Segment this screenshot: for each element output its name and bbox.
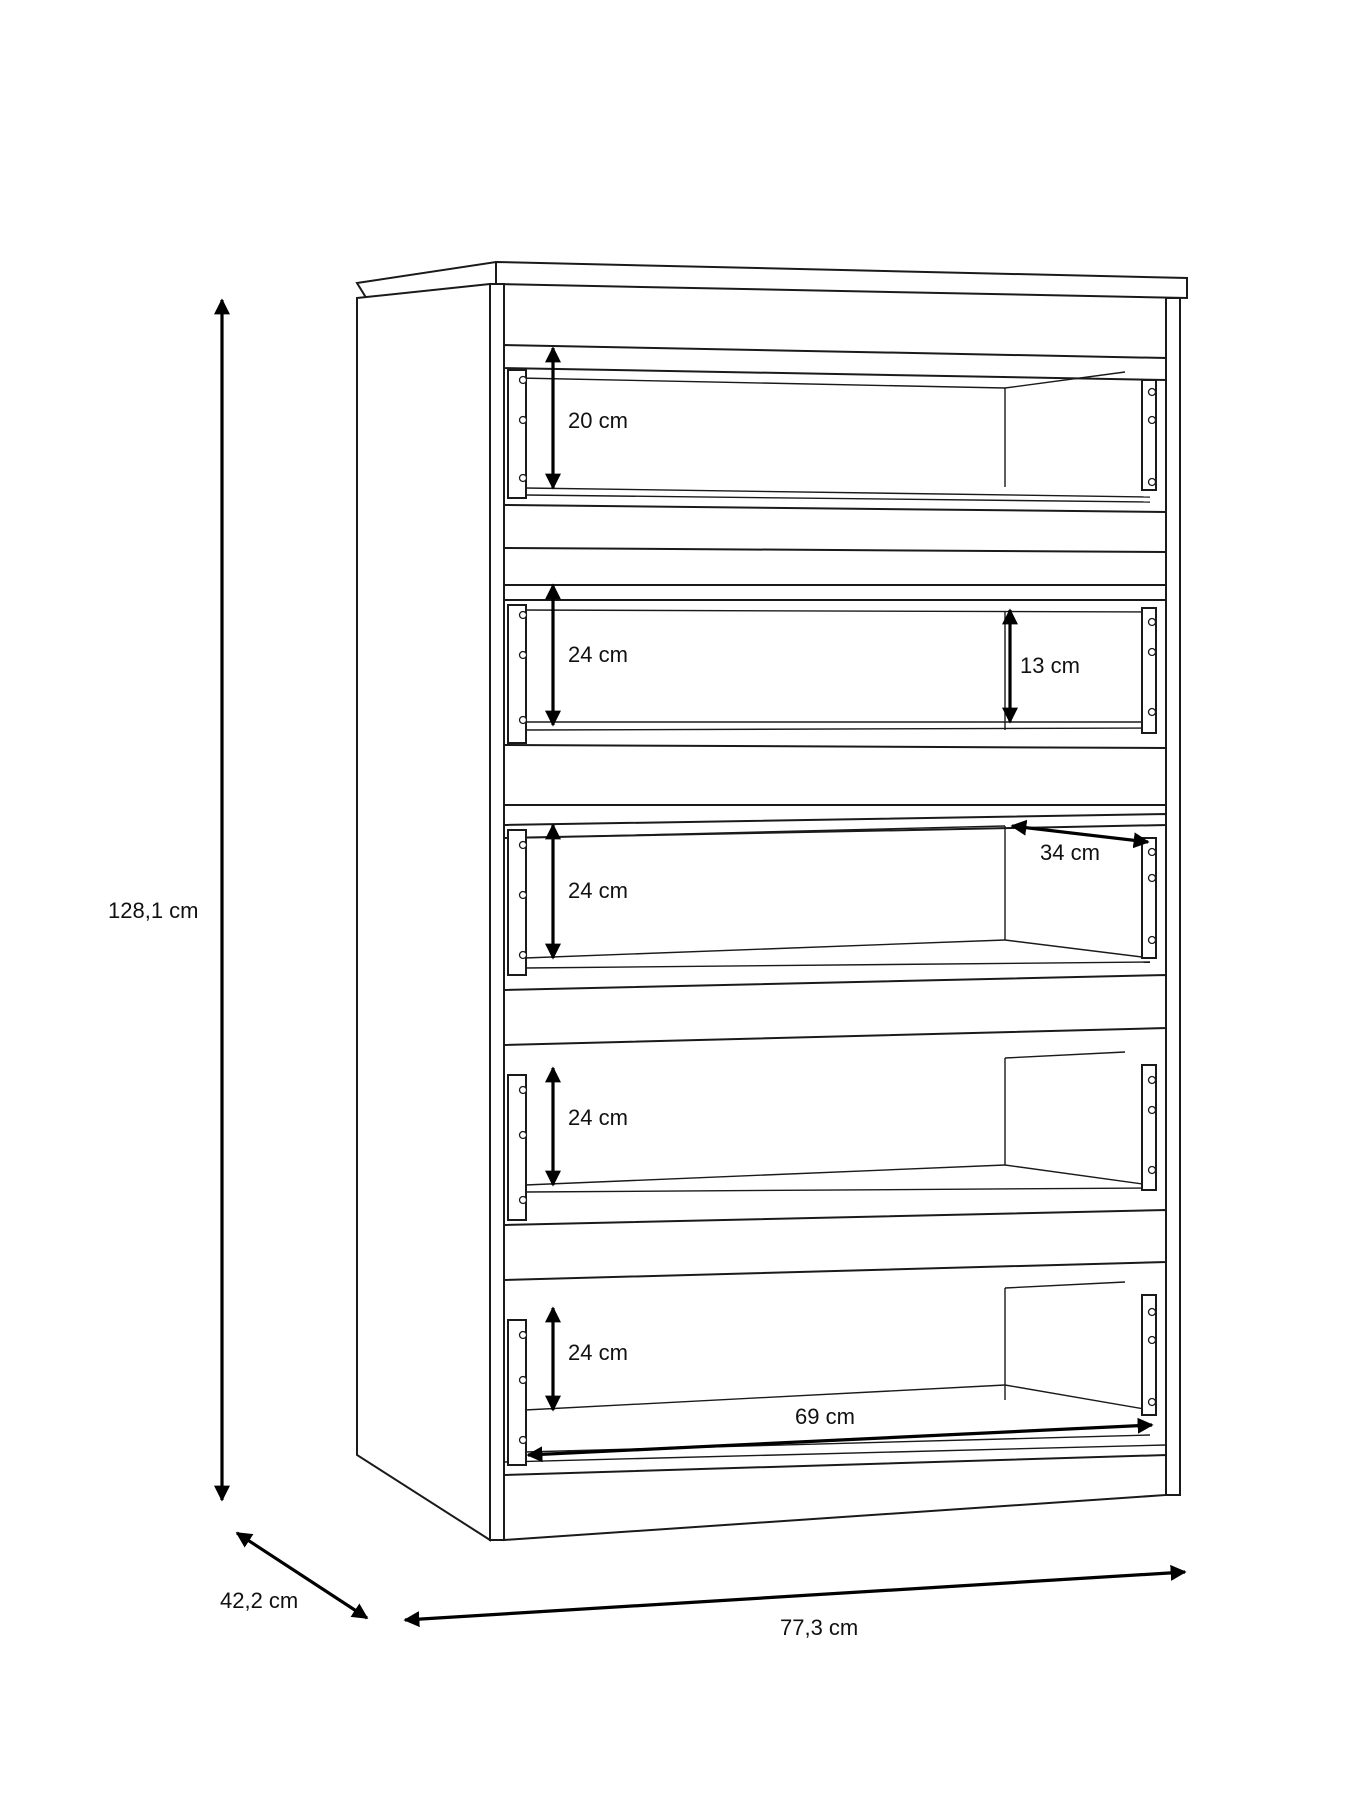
width-label: 77,3 cm	[780, 1615, 858, 1640]
drawer-3	[503, 812, 1167, 1047]
drawer-5	[503, 1281, 1167, 1463]
depth-label: 42,2 cm	[220, 1588, 298, 1613]
front-left-stile	[489, 283, 505, 1541]
inner-depth-label: 34 cm	[1040, 840, 1100, 865]
slide-rails	[507, 369, 1157, 1466]
dimension-arrows	[214, 298, 1187, 1628]
drawer-4-height-label: 24 cm	[568, 1105, 628, 1130]
height-label: 128,1 cm	[108, 898, 199, 923]
bottom-plinth	[503, 1453, 1167, 1542]
inner-height-label: 13 cm	[1020, 653, 1080, 678]
drawer-1-height-label: 20 cm	[568, 408, 628, 433]
drawer-3-height-label: 24 cm	[568, 878, 628, 903]
inner-width-label: 69 cm	[795, 1404, 855, 1429]
width-arrow	[403, 1564, 1187, 1628]
inner-width-arrow	[526, 1417, 1154, 1463]
cabinet-body	[355, 260, 1188, 1542]
dimension-labels: 128,1 cm 42,2 cm 77,3 cm 20 cm 24 cm 24 …	[108, 408, 1100, 1640]
drawer-1	[503, 343, 1167, 554]
top-board	[495, 260, 1188, 300]
front-right-stile	[1165, 297, 1181, 1496]
drawer-2-height-label: 24 cm	[568, 642, 628, 667]
drawer-2	[503, 584, 1167, 806]
drawer-5-height-label: 24 cm	[568, 1340, 628, 1365]
inner-depth-arrow	[1010, 819, 1150, 849]
left-side-panel	[356, 282, 491, 1542]
drawer-4	[503, 1051, 1167, 1282]
depth-arrow	[235, 1531, 369, 1620]
